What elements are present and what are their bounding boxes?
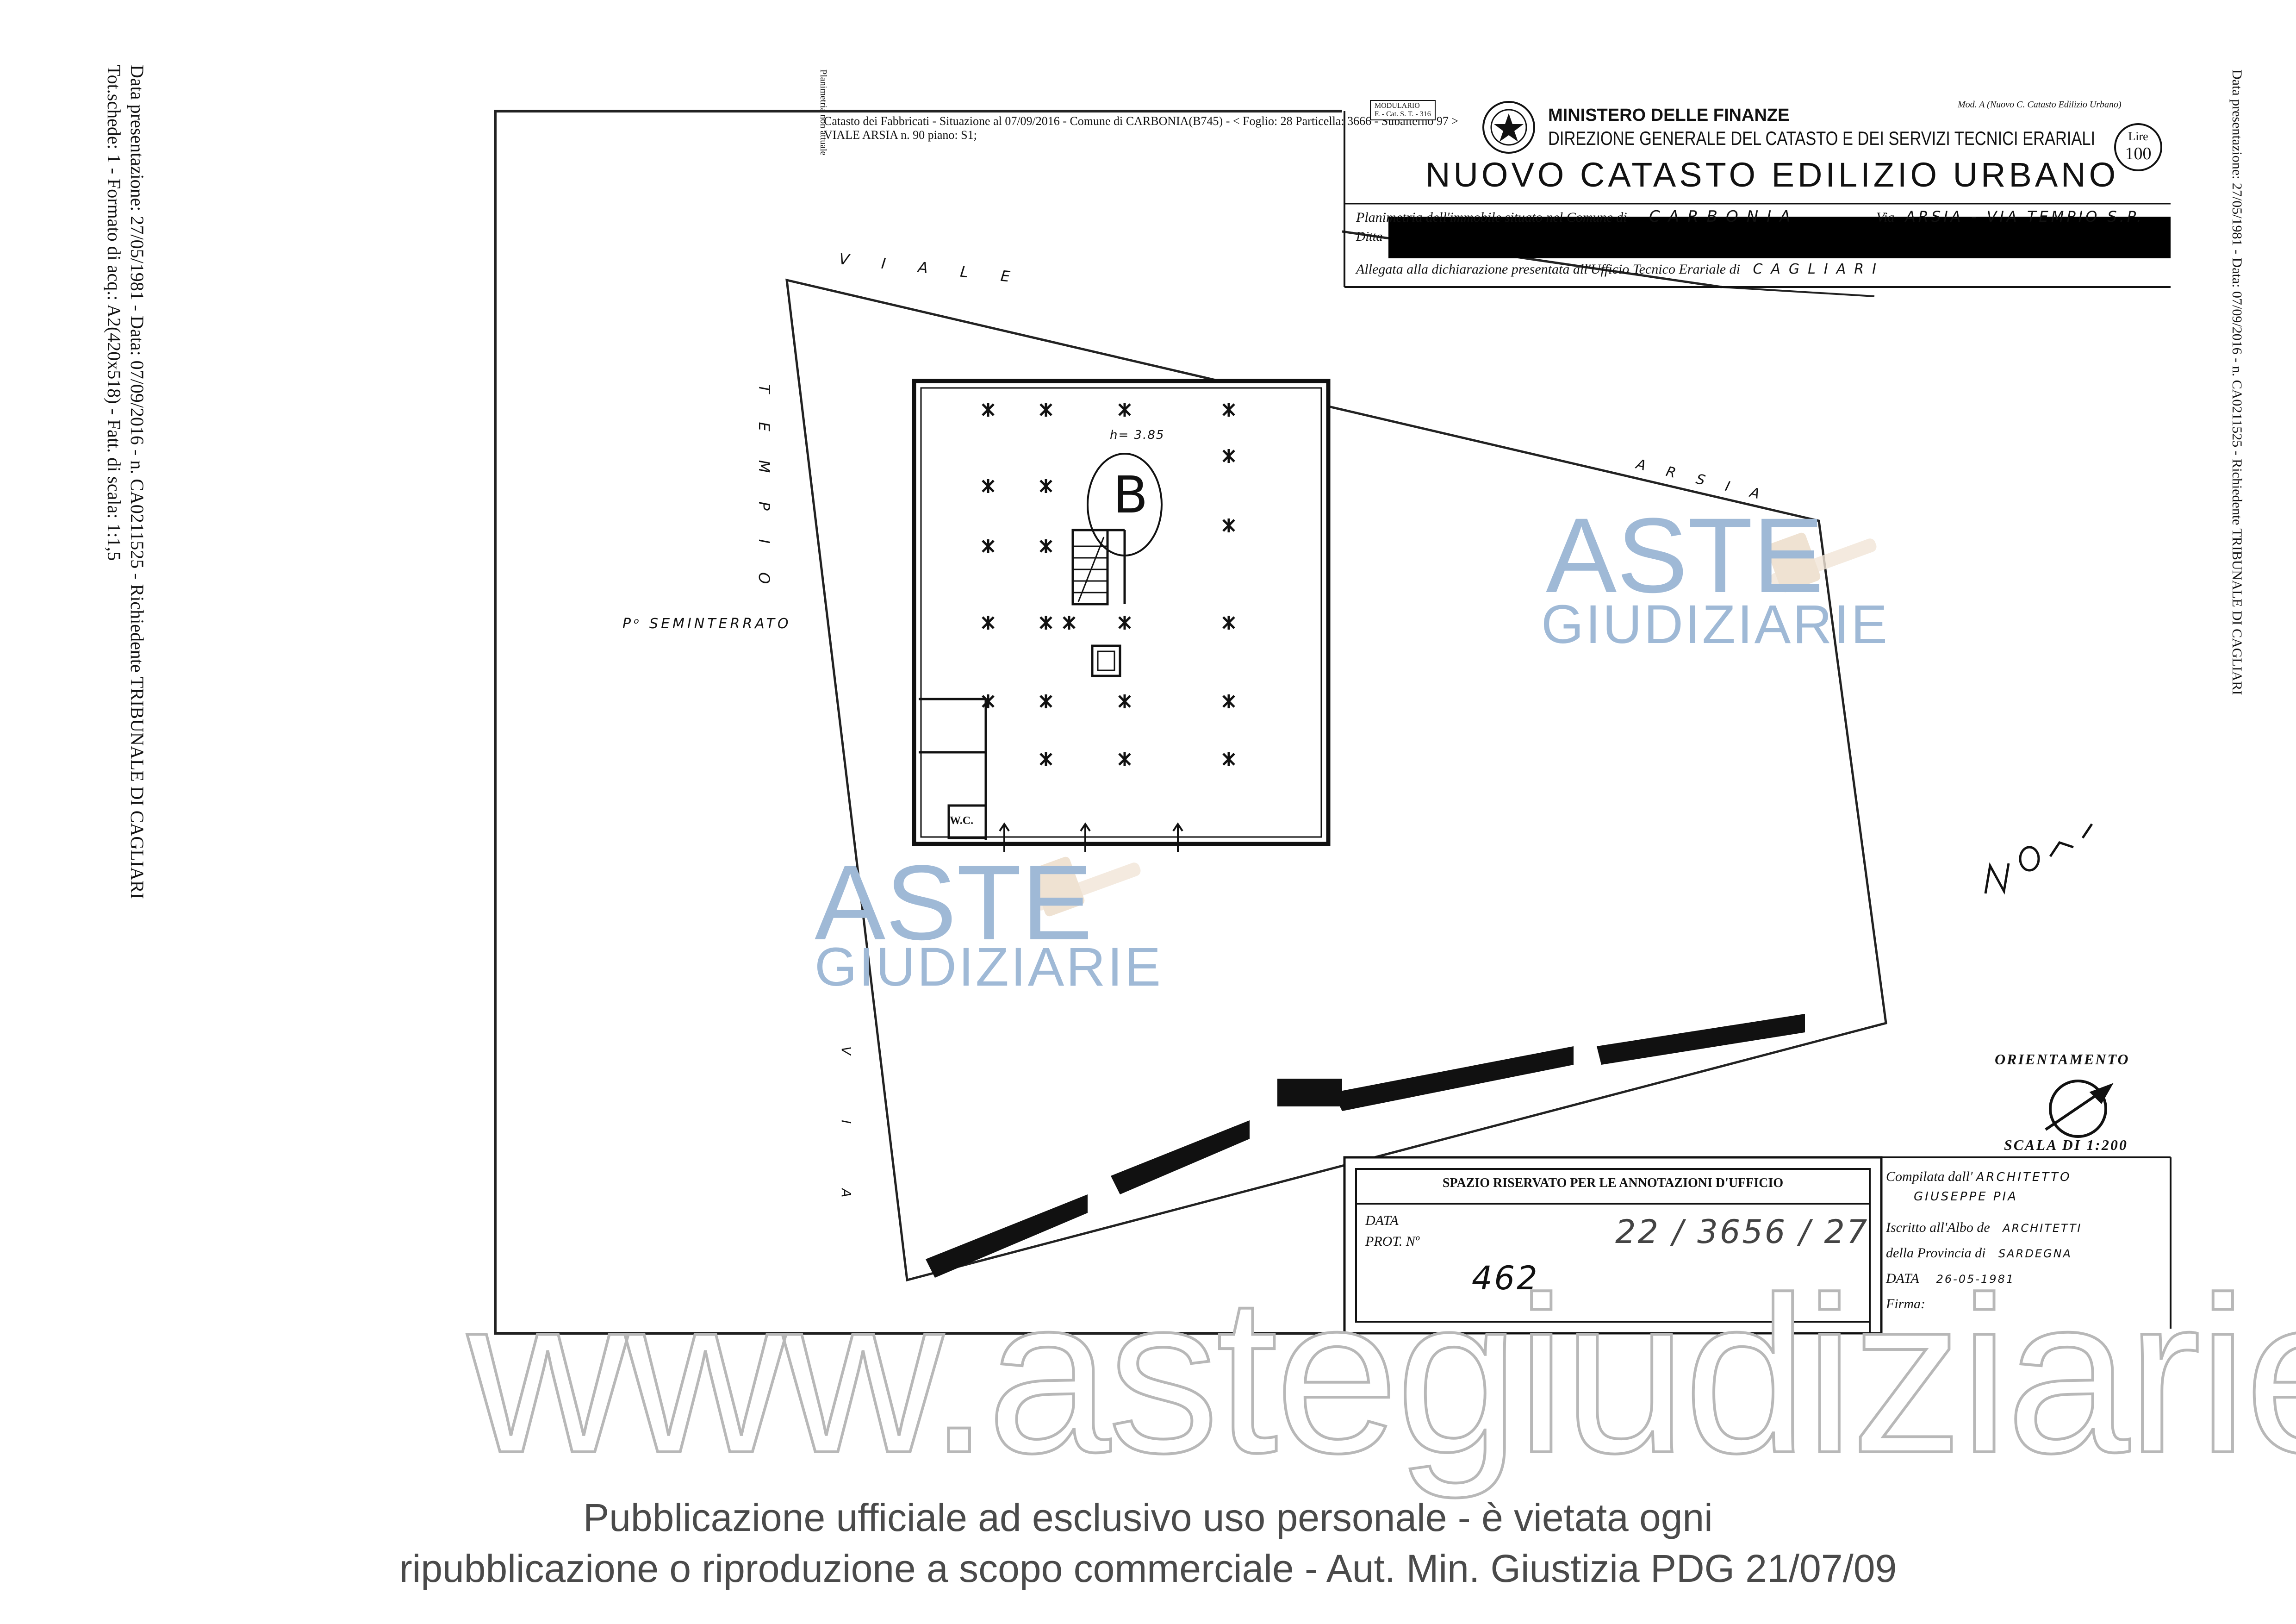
modulario-line2: F. - Cat. S. T. - 316 bbox=[1375, 110, 1431, 118]
lot-outline bbox=[785, 278, 1887, 1282]
compilata-name: GIUSEPPE PIA bbox=[1914, 1190, 2018, 1204]
planimetria-row: Planimetria dell'immobile situato nel Co… bbox=[1356, 207, 2144, 226]
ministero: MINISTERO DELLE FINANZE bbox=[1548, 106, 1790, 125]
street-tempio: TEMPIO bbox=[755, 384, 773, 613]
redaction-bar bbox=[1388, 217, 2171, 258]
compilata-label: Compilata dall' bbox=[1886, 1169, 1973, 1184]
iscritto-value: ARCHITETTI bbox=[2003, 1222, 2082, 1235]
hand-number: 22 / 3656 / 27 bbox=[1615, 1213, 1869, 1251]
orientamento-label: ORIENTAMENTO bbox=[1995, 1051, 2130, 1068]
iscritto-label: Iscritto all'Albo de bbox=[1886, 1220, 1990, 1235]
small-rooms bbox=[919, 698, 987, 840]
pillars bbox=[982, 403, 1235, 766]
allegata-value: CAGLIARI bbox=[1753, 261, 1885, 277]
provincia-label: della Provincia di bbox=[1886, 1245, 1986, 1261]
planimetria-label: Planimetria dell'immobile situato nel Co… bbox=[1356, 210, 1627, 225]
nuovo-catasto-title: NUOVO CATASTO EDILIZIO URBANO bbox=[1425, 156, 2119, 194]
watermark-giudiziarie-1: GIUDIZIARIE bbox=[1541, 594, 1890, 655]
compass-icon bbox=[2045, 1080, 2114, 1138]
watermark-url: www.astegiudiziarie.it bbox=[466, 1250, 2296, 1499]
unit-letter: B bbox=[1113, 465, 1148, 525]
footer-line1: Pubblicazione ufficiale ad esclusivo uso… bbox=[583, 1496, 1713, 1539]
watermark-aste-1: ASTE bbox=[1546, 496, 1824, 615]
comune-value: CARBONIA bbox=[1649, 207, 1799, 226]
height-label: h= 3.85 bbox=[1110, 428, 1165, 442]
compilata-data-label: DATA bbox=[1886, 1271, 1919, 1286]
ditta-label: Ditta bbox=[1356, 230, 1383, 244]
via-label: Via bbox=[1876, 210, 1895, 225]
allegata-row: Allegata alla dichiarazione presentata a… bbox=[1356, 261, 1885, 277]
staircase bbox=[1071, 453, 1163, 606]
building-outline bbox=[912, 379, 1331, 846]
scala-label: SCALA DI 1:200 bbox=[2004, 1137, 2128, 1153]
lire-value: 100 bbox=[2125, 144, 2152, 163]
catasto-header-line1: Catasto dei Fabbricati - Situazione al 0… bbox=[824, 114, 1459, 128]
watermark-giudiziarie-2: GIUDIZIARIE bbox=[815, 937, 1163, 998]
lire-label: Lire bbox=[2128, 130, 2148, 143]
gavel-logo-2 bbox=[1030, 856, 1141, 917]
compilata-title: ARCHITETTO bbox=[1976, 1170, 2072, 1184]
iscritto-row: Iscritto all'Albo de ARCHITETTI bbox=[1886, 1220, 2082, 1236]
watermark-aste-2: ASTE bbox=[815, 843, 1093, 962]
firma-label: Firma: bbox=[1886, 1296, 1925, 1312]
ufficio-title: SPAZIO RISERVATO PER LE ANNOTAZIONI D'UF… bbox=[1442, 1176, 1784, 1190]
republic-emblem-icon bbox=[1482, 101, 1535, 154]
footer-line2: ripubblicazione o riproduzione a scopo c… bbox=[399, 1547, 1897, 1590]
street-via: VIA bbox=[839, 1046, 854, 1262]
compilata-data-value: 26-05-1981 bbox=[1936, 1273, 2015, 1286]
wc-label: W.C. bbox=[950, 815, 974, 827]
ufficio-data-label: DATA bbox=[1365, 1213, 1399, 1228]
catasto-header-line2: VIALE ARSIA n. 90 piano: S1; bbox=[824, 128, 977, 142]
ufficio-prot-label: PROT. Nº bbox=[1365, 1234, 1420, 1249]
prot-number: 462 bbox=[1472, 1259, 1539, 1297]
compilata-row: Compilata dall' ARCHITETTO bbox=[1886, 1169, 2072, 1185]
gavel-logo-1 bbox=[1766, 532, 1877, 593]
modulario-line1: MODULARIO bbox=[1375, 102, 1420, 110]
mod-ref: Mod. A (Nuovo C. Catasto Edilizio Urbano… bbox=[1958, 100, 2122, 110]
via-value: ARSIA - VIA TEMPIO S.P. bbox=[1905, 208, 2144, 225]
modulario-box: MODULARIO F. - Cat. S. T. - 316 bbox=[1370, 100, 1436, 120]
entry-arrows bbox=[999, 822, 1183, 852]
direzione: DIREZIONE GENERALE DEL CATASTO E DEI SER… bbox=[1548, 127, 2096, 149]
floor-label: Pᵒ SEMINTERRATO bbox=[622, 616, 791, 632]
provincia-value: SARDEGNA bbox=[1998, 1247, 2072, 1260]
allegata-label: Allegata alla dichiarazione presentata a… bbox=[1356, 262, 1740, 277]
compilata-data-row: DATA 26-05-1981 bbox=[1886, 1271, 2015, 1287]
provincia-row: della Provincia di SARDEGNA bbox=[1886, 1245, 2072, 1261]
